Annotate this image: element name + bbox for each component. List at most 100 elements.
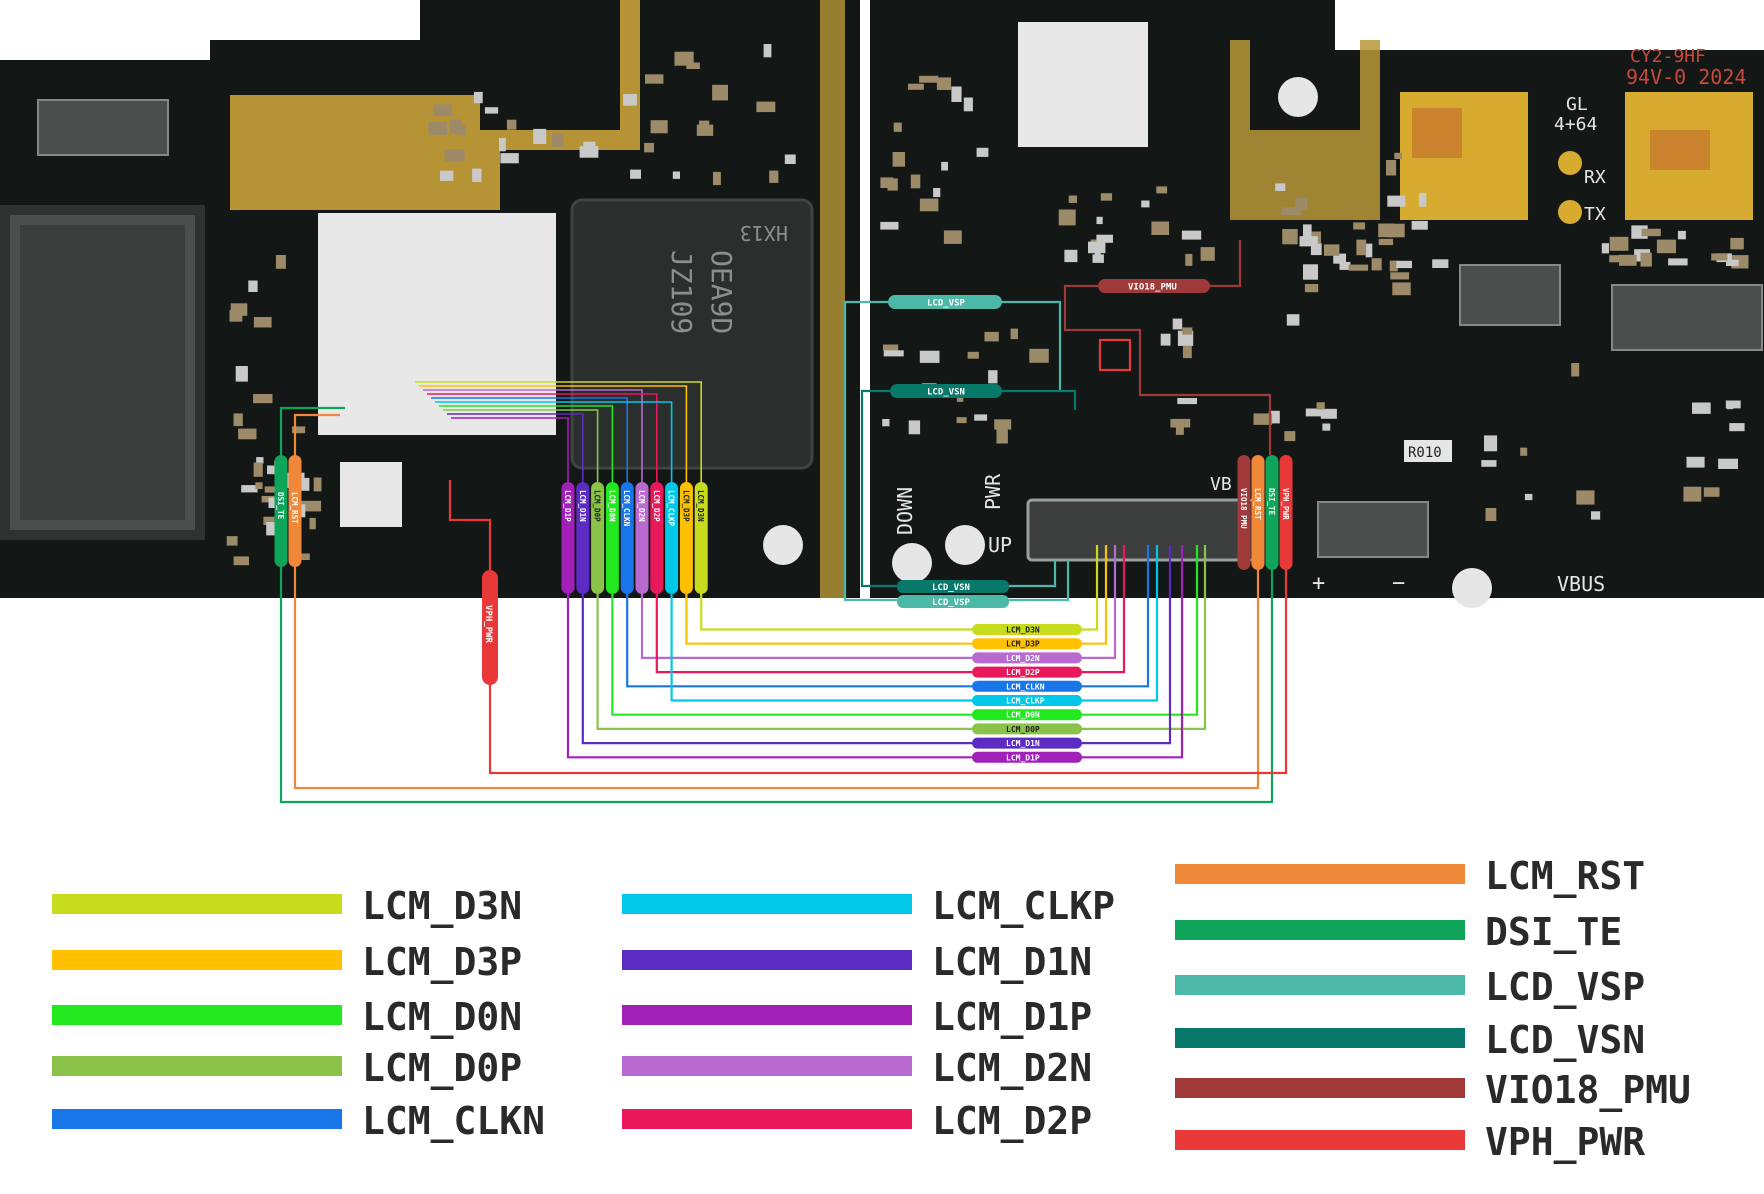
bus-label-text-lcm-d1p: LCM_D1P (1006, 753, 1040, 762)
bus-label-text-lcm-clkp: LCM_CLKP (1006, 697, 1045, 706)
soc-pin-lcm-d0p (591, 482, 605, 594)
soc-pin-label-lcm-d2p: LCM_D2P (652, 490, 661, 522)
trace-lcd-vsp-conn (1009, 560, 1070, 602)
smd-component (784, 154, 796, 164)
smd-component (500, 153, 519, 164)
smd-component (1703, 487, 1720, 497)
legend-swatch-lcm-d0p (52, 1056, 342, 1076)
smd-component (1185, 253, 1193, 266)
smd-component (887, 178, 898, 191)
fpc-pin-label-vph-pwr: VPH_PWR (1281, 488, 1290, 520)
smd-component (996, 428, 1008, 444)
soc-pin-lcm-d1n (576, 482, 590, 594)
fpc-pin-label-dsi-te: DSI_TE (1267, 488, 1276, 516)
fpc-pin-label-vio18-pmu: VIO18 PMU (1239, 488, 1248, 529)
bus-label-lcm-d3n (972, 624, 1082, 635)
smd-component (253, 317, 272, 328)
smd-component (1418, 192, 1427, 207)
bus-label-text-lcm-d2n: LCM_D2N (1006, 654, 1040, 663)
soc-pin-lcm-d3p (679, 482, 693, 594)
legend-swatch-lcm-rst (1175, 864, 1465, 884)
legend-label-lcm-d3p: LCM_D3P (362, 940, 522, 984)
trace-soc-ball-lcm-d0p (443, 409, 599, 482)
marking-up: UP (988, 533, 1012, 557)
smd-component (1378, 223, 1395, 238)
legend-swatch-lcm-d0n (52, 1005, 342, 1025)
smd-component (309, 517, 316, 530)
marking-minus: − (1392, 571, 1405, 596)
bus-label-lcm-clkn (972, 680, 1082, 692)
smd-component (297, 477, 310, 491)
smd-component (1432, 259, 1449, 268)
legend-swatch-lcm-d3n (52, 894, 342, 914)
legend-label-dsi-te: DSI_TE (1485, 910, 1622, 954)
smd-component (880, 221, 899, 230)
trace-lcm-d0p (596, 545, 1207, 730)
marking-vbus: VBUS (1557, 572, 1605, 596)
legend-label-lcm-d2p: LCM_D2P (932, 1099, 1092, 1143)
smd-component (1156, 186, 1168, 194)
smd-component (1692, 402, 1711, 414)
smd-component (253, 462, 263, 477)
legend-label-lcm-d1p: LCM_D1P (932, 995, 1092, 1039)
marking-plus: + (1312, 571, 1325, 596)
smd-component (1092, 254, 1104, 263)
smd-component (880, 177, 894, 188)
smd-component (1303, 264, 1318, 280)
smd-component (1333, 253, 1346, 264)
legend-swatch-lcm-d1n (622, 950, 912, 970)
smd-component (1725, 400, 1741, 409)
label-lcd-vsp-top: LCD_VSP (927, 299, 966, 309)
smd-component (226, 536, 238, 546)
smd-component (1096, 234, 1113, 243)
smd-component (1303, 224, 1312, 239)
smd-component (1182, 327, 1193, 335)
smd-component (1320, 408, 1337, 419)
vph-pwr-pill: VPH_PWR (482, 570, 498, 685)
trace-soc-ball-lcm-d1p (451, 417, 569, 482)
smd-component (1378, 238, 1394, 246)
smd-component (1641, 228, 1661, 237)
trace-dsi-te (279, 567, 1274, 804)
smd-component (440, 170, 454, 181)
marking-chip-line1: HX13 (740, 221, 788, 245)
smd-component (956, 417, 967, 424)
smd-component (1619, 254, 1637, 266)
legend-label-lcm-d0n: LCM_D0N (362, 995, 522, 1039)
smd-component (1656, 239, 1676, 254)
label-lcd-vsn-top: LCD_VSN (927, 388, 965, 398)
smd-component (908, 420, 921, 435)
smd-component (1151, 221, 1170, 235)
legend-label-lcm-rst: LCM_RST (1485, 854, 1645, 898)
smd-component (1181, 230, 1202, 240)
smd-component (941, 161, 948, 171)
smd-component (919, 198, 939, 212)
trace-lcm-d1p (566, 545, 1184, 759)
smd-component (1339, 261, 1351, 270)
smd-component (1177, 398, 1197, 405)
smd-component (1677, 230, 1686, 240)
marking-down: DOWN (893, 487, 917, 535)
smd-component (1172, 318, 1183, 330)
smd-component (1356, 239, 1367, 256)
marking-tx: TX (1584, 204, 1606, 225)
smd-component (1064, 249, 1078, 263)
smd-component (976, 147, 989, 157)
smd-component (301, 500, 322, 512)
trace-soc-ball-lcm-clkn (431, 397, 628, 482)
smd-component (1484, 435, 1498, 452)
soc-pin-lcm-d1p (561, 482, 575, 594)
smd-component (1175, 419, 1184, 435)
trace-soc-ball-lcm-d3p (419, 385, 688, 482)
smd-component (313, 477, 322, 492)
smd-component (1100, 193, 1113, 201)
trace-vph-pwr-ball (448, 480, 492, 570)
pcb-markings: CY2-9HF 94V-0 2024 GL 4+64 RX TX HX13 OE… (665, 46, 1746, 596)
smd-component (499, 137, 506, 152)
smd-component (963, 97, 973, 112)
smd-component (936, 77, 952, 90)
smd-component (1316, 402, 1325, 410)
smd-component (1683, 486, 1702, 502)
smd-component (623, 94, 637, 106)
